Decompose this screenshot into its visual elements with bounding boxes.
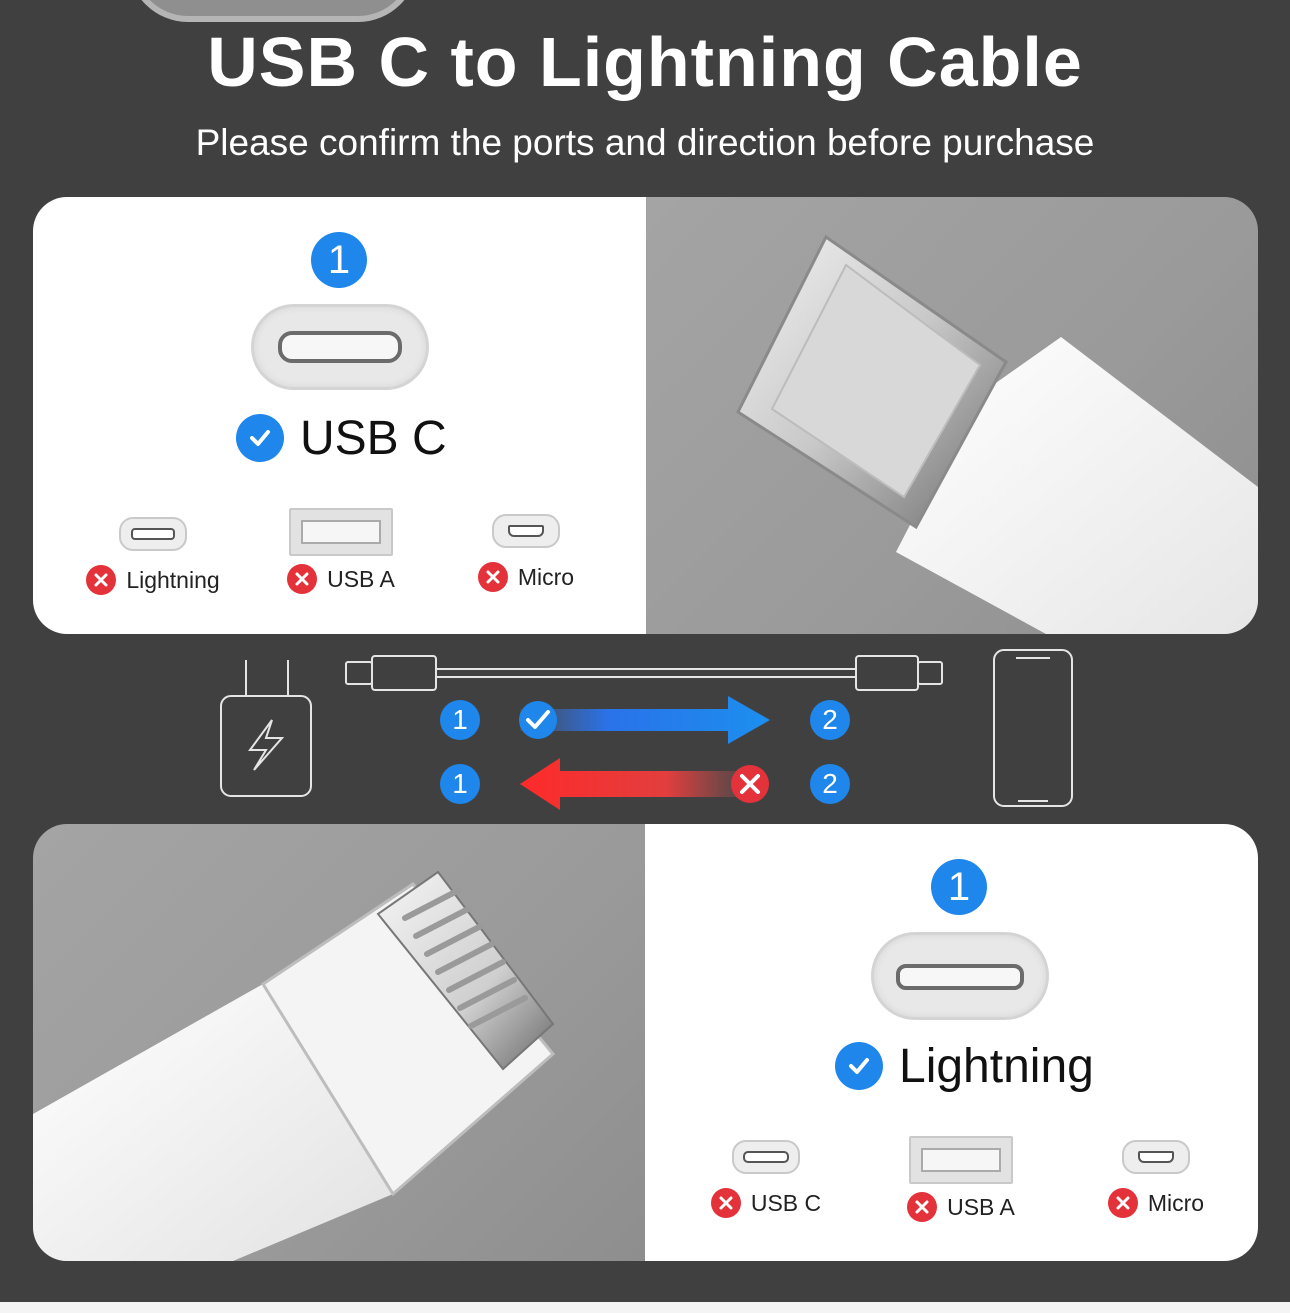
- x-icon: [287, 564, 318, 594]
- wrong-port-label: Lightning: [126, 566, 220, 593]
- micro-usb-port-icon: [1122, 1140, 1190, 1174]
- wrong-port-label: USB C: [750, 1189, 822, 1216]
- wrong-port-micro: Micro: [1101, 1140, 1211, 1218]
- usb-c-port-icon: [732, 1140, 800, 1174]
- wrong-port-label: USB A: [327, 565, 395, 592]
- micro-usb-port-icon: [492, 514, 560, 548]
- usb-c-port-slot: [278, 331, 402, 363]
- usb-c-port-icon: [251, 304, 429, 390]
- wrong-port-micro: Micro: [471, 514, 581, 592]
- x-icon: [86, 565, 117, 595]
- port-number-badge: 1: [440, 764, 480, 804]
- port-number-badge: 1: [440, 700, 480, 740]
- top-tab-decoration: [128, 0, 418, 22]
- x-icon: [710, 1188, 741, 1218]
- x-icon: [907, 1192, 938, 1222]
- lightning-panel: 1 Lightning USB C USB A: [33, 824, 1258, 1261]
- check-icon: [835, 1042, 883, 1090]
- correct-port-label: USB C: [300, 411, 447, 465]
- usb-a-port-icon: [289, 508, 393, 556]
- x-icon: [731, 765, 769, 803]
- wrong-port-lightning: Lightning: [83, 511, 223, 595]
- page-title: USB C to Lightning Cable: [207, 23, 1083, 101]
- x-icon: [477, 562, 508, 592]
- direction-diagram: [220, 649, 1073, 810]
- usb-c-correct-row: USB C: [236, 408, 447, 468]
- wrong-port-usb-a: USB A: [901, 1136, 1021, 1222]
- wrong-port-label: Micro: [517, 563, 575, 590]
- wrong-port-usb-a: USB A: [281, 508, 401, 594]
- usb-c-info-card: 1 USB C Lightning USB A: [33, 197, 646, 634]
- bottom-strip: [0, 1302, 1290, 1313]
- charger-icon: [220, 660, 312, 797]
- page-subtitle: Please confirm the ports and direction b…: [195, 122, 1095, 163]
- port-number-badge: 2: [810, 764, 850, 804]
- wrong-port-label: Micro: [1147, 1189, 1205, 1216]
- usb-c-panel: 1 USB C Lightning USB A: [33, 197, 1258, 634]
- lightning-port-slot: [896, 964, 1024, 990]
- lightning-correct-row: Lightning: [835, 1036, 1094, 1096]
- phone-icon: [993, 649, 1073, 807]
- check-icon: [236, 414, 284, 462]
- correct-direction-arrow: [520, 696, 770, 744]
- lightning-info-card: 1 Lightning USB C USB A: [645, 824, 1258, 1261]
- check-icon: [519, 701, 557, 739]
- port-number-badge: 2: [810, 700, 850, 740]
- usb-a-port-icon: [909, 1136, 1013, 1184]
- usb-c-connector-photo: [646, 197, 1258, 634]
- wrong-direction-arrow: [520, 758, 745, 810]
- wrong-port-label: USB A: [947, 1193, 1015, 1220]
- x-icon: [1107, 1188, 1138, 1218]
- port-number-badge: 1: [931, 859, 987, 915]
- correct-port-label: Lightning: [899, 1039, 1094, 1093]
- port-number-badge: 1: [311, 232, 367, 288]
- lightning-port-icon: [119, 517, 187, 551]
- lightning-connector-photo: [33, 824, 645, 1261]
- wrong-port-usb-c: USB C: [701, 1140, 831, 1218]
- lightning-port-icon: [871, 932, 1049, 1020]
- cable-icon: [345, 655, 943, 691]
